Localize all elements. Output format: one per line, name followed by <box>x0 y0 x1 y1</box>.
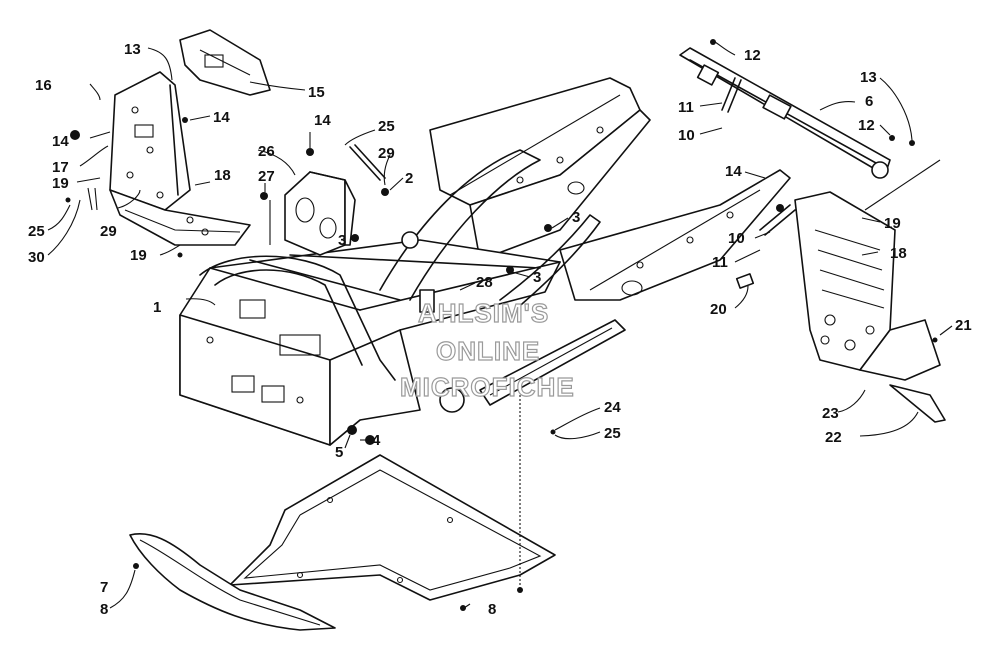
callout-label: 12 <box>744 47 761 64</box>
callout-label: 8 <box>488 601 496 618</box>
callout-label: 15 <box>308 84 325 101</box>
callout-label: 18 <box>890 245 907 262</box>
callout-label: 20 <box>710 301 727 318</box>
right-footrest-assembly <box>735 191 946 423</box>
callout-label: 14 <box>52 133 69 150</box>
front-chassis <box>179 149 601 446</box>
watermark-line-3: MICROFICHE <box>400 372 575 402</box>
callout-label: 29 <box>100 223 117 240</box>
callout-label: 24 <box>604 399 621 416</box>
callout-label: 13 <box>124 41 141 58</box>
rear-tunnel-frame <box>429 77 791 301</box>
callout-label: 25 <box>378 118 395 135</box>
fasteners <box>65 144 556 611</box>
callout-label: 22 <box>825 429 842 446</box>
callout-label: 6 <box>865 93 873 110</box>
callout-labels: 1 2 3 3 3 3 4 5 6 7 8 8 10 10 11 11 12 1… <box>28 41 972 618</box>
watermark-line-2: ONLINE <box>436 336 540 366</box>
callout-label: 7 <box>100 579 108 596</box>
callout-label: 19 <box>884 215 901 232</box>
callout-label: 10 <box>678 127 695 144</box>
callout-label: 18 <box>214 167 231 184</box>
side-rail <box>479 319 626 406</box>
callout-label: 3 <box>533 269 541 286</box>
callout-label: 25 <box>28 223 45 240</box>
callout-label: 30 <box>28 249 45 266</box>
callout-label: 14 <box>314 112 331 129</box>
callout-label: 1 <box>153 299 161 316</box>
leader-lines <box>47 41 953 609</box>
callout-label: 14 <box>213 109 230 126</box>
left-footrest-assembly <box>70 71 251 258</box>
callout-label: 19 <box>52 175 69 192</box>
callout-label: 8 <box>100 601 108 618</box>
steering-post <box>679 39 915 179</box>
top-bracket <box>179 29 271 96</box>
callout-label: 21 <box>955 317 972 334</box>
callout-label: 23 <box>822 405 839 422</box>
watermark: AHLSIM'S ONLINE MICROFICHE <box>399 297 575 402</box>
callout-label: 3 <box>338 232 346 249</box>
callout-label: 3 <box>572 209 580 226</box>
mount-block <box>260 148 356 256</box>
callout-label: 13 <box>860 69 877 86</box>
callout-label: 5 <box>335 444 343 461</box>
callout-label: 12 <box>858 117 875 134</box>
callout-label: 25 <box>604 425 621 442</box>
callout-label: 27 <box>258 168 275 185</box>
callout-label: 14 <box>725 163 742 180</box>
callout-label: 11 <box>712 254 728 271</box>
callout-label: 17 <box>52 159 69 176</box>
callout-label: 2 <box>405 170 413 187</box>
callout-label: 19 <box>130 247 147 264</box>
callout-label: 4 <box>372 432 381 449</box>
front-skid-plate <box>129 533 336 631</box>
callout-label: 16 <box>35 77 52 94</box>
callout-label: 11 <box>678 99 694 116</box>
callout-label: 28 <box>476 274 493 291</box>
watermark-line-1: AHLSIM'S <box>418 298 549 328</box>
callout-labels-extra: 29 <box>378 145 395 162</box>
belly-pan <box>229 454 556 601</box>
callout-label: 10 <box>728 230 745 247</box>
guide-lines <box>269 159 941 590</box>
callout-label: 26 <box>258 143 275 160</box>
callout-label: 29 <box>378 145 395 162</box>
